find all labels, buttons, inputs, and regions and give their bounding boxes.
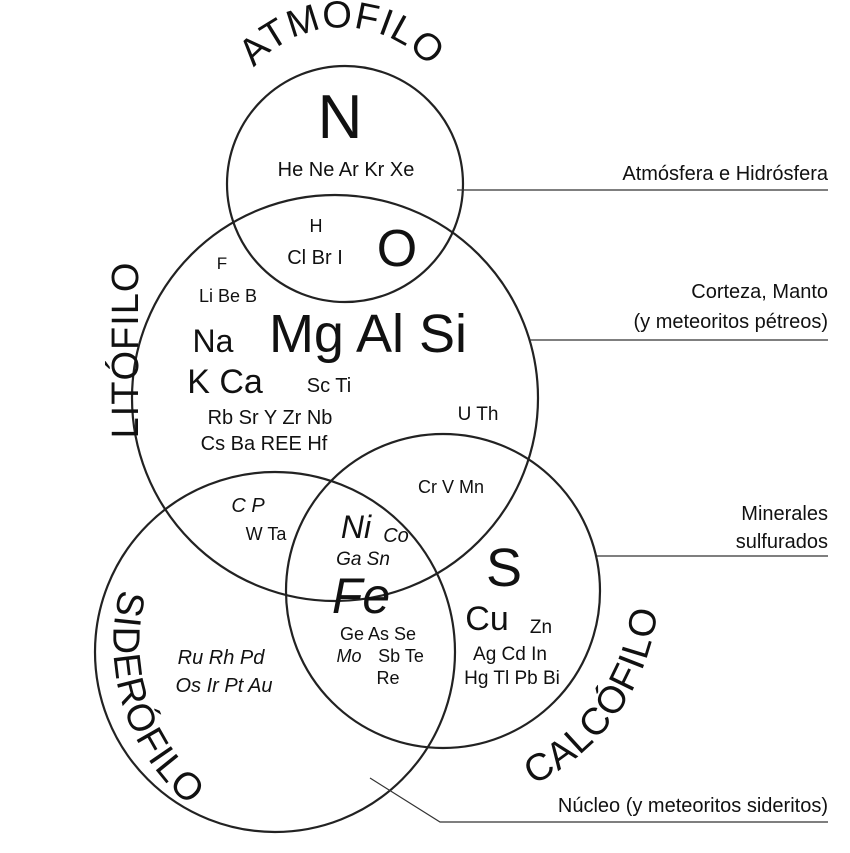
elements-halogens: Cl Br I xyxy=(287,247,343,269)
elements-cr-v-mn: Cr V Mn xyxy=(418,477,484,497)
reservoir-atmosfera: Atmósfera e Hidrósfera xyxy=(622,163,829,185)
element-S: S xyxy=(486,538,522,598)
elements-w-ta: W Ta xyxy=(246,524,288,544)
element-Zn: Zn xyxy=(530,617,552,638)
element-Mo: Mo xyxy=(336,646,361,666)
chalcophile-circle xyxy=(284,432,602,750)
class-label-atmofilo: ATMÓFILO xyxy=(231,0,453,74)
siderophile-circle xyxy=(93,470,457,834)
elements-ag-cd-in: Ag Cd In xyxy=(473,644,547,665)
element-Cu: Cu xyxy=(465,600,508,638)
class-label-litofilo: LITÓFILO xyxy=(104,262,147,439)
atmophile-circle xyxy=(225,64,465,304)
elements-rb-sr-y-zr-nb: Rb Sr Y Zr Nb xyxy=(208,407,333,429)
elements-ga-sn: Ga Sn xyxy=(336,549,390,570)
reservoir-minerales-line2: sulfurados xyxy=(736,531,828,553)
elements-li-be-b: Li Be B xyxy=(199,286,257,306)
element-Ni: Ni xyxy=(341,509,372,545)
elements-hg-tl-pb-bi: Hg Tl Pb Bi xyxy=(464,668,560,689)
leader-nucleo xyxy=(369,777,828,823)
elements-ru-rh-pd: Ru Rh Pd xyxy=(178,647,266,669)
elements-sc-ti: Sc Ti xyxy=(307,375,351,397)
element-Fe: Fe xyxy=(332,568,390,624)
lithophile-circle xyxy=(130,193,540,603)
class-label-siderofilo: SIDERÓFILO xyxy=(104,587,212,813)
elements-mg-al-si: Mg Al Si xyxy=(269,304,467,364)
element-H: H xyxy=(310,216,323,236)
elements-cs-ba-ree-hf: Cs Ba REE Hf xyxy=(201,433,328,455)
elements-k-ca: K Ca xyxy=(187,363,263,401)
element-F: F xyxy=(217,254,227,273)
element-N: N xyxy=(318,83,363,152)
elements-os-ir-pt-au: Os Ir Pt Au xyxy=(175,675,272,697)
reservoir-corteza-line1: Corteza, Manto xyxy=(691,281,828,303)
elements-ge-as-se: Ge As Se xyxy=(340,624,416,644)
elements-u-th: U Th xyxy=(458,404,499,425)
element-O: O xyxy=(377,220,417,278)
element-Re: Re xyxy=(376,668,399,688)
elements-noble-gases: He Ne Ar Kr Xe xyxy=(278,159,415,181)
elements-c-p: C P xyxy=(231,495,265,517)
element-Co: Co xyxy=(383,525,409,547)
reservoir-nucleo: Núcleo (y meteoritos sideritos) xyxy=(558,795,828,817)
reservoir-minerales-line1: Minerales xyxy=(741,503,828,525)
reservoir-corteza-line2: (y meteoritos pétreos) xyxy=(633,311,828,333)
elements-sb-te: Sb Te xyxy=(378,646,424,666)
element-Na: Na xyxy=(193,323,234,359)
